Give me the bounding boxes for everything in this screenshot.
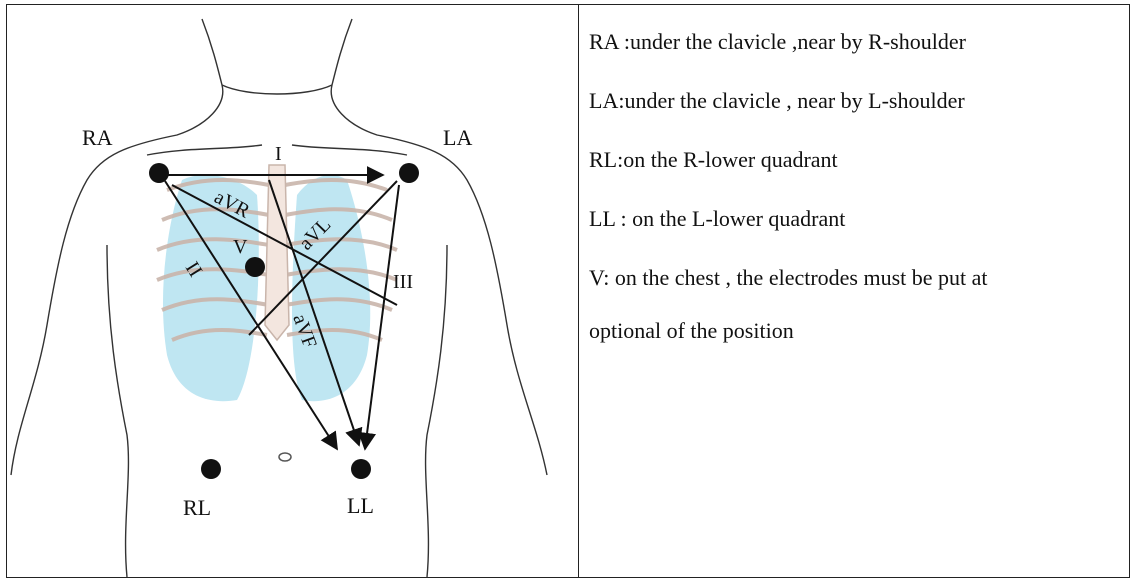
label-ll: LL xyxy=(347,493,374,518)
description-v: V: on the chest , the electrodes must be… xyxy=(589,255,1129,314)
label-ra: RA xyxy=(82,125,113,150)
electrode-v xyxy=(245,257,265,277)
description-la: LA:under the clavicle , near by L-should… xyxy=(589,78,1129,137)
electrode-ll xyxy=(351,459,371,479)
electrode-ra xyxy=(149,163,169,183)
label-lead-i: I xyxy=(275,143,282,165)
electrode-rl xyxy=(201,459,221,479)
table-frame: RA LA RL LL V I II III aVR aVL aVF RA :u… xyxy=(6,4,1130,578)
description-v-continued: optional of the position xyxy=(589,308,1129,354)
label-v: V xyxy=(233,236,248,258)
electrode-la xyxy=(399,163,419,183)
label-rl: RL xyxy=(183,495,211,520)
label-la: LA xyxy=(443,125,472,150)
ecg-placement-diagram: RA LA RL LL V I II III aVR aVL aVF xyxy=(7,5,577,577)
description-rl: RL:on the R-lower quadrant xyxy=(589,137,1129,196)
description-ll: LL : on the L-lower quadrant xyxy=(589,196,1129,255)
description-ra: RA :under the clavicle ,near by R-should… xyxy=(589,19,1129,78)
diagram-cell: RA LA RL LL V I II III aVR aVL aVF xyxy=(7,5,579,577)
description-cell: RA :under the clavicle ,near by R-should… xyxy=(579,5,1129,577)
label-lead-iii: III xyxy=(393,271,413,293)
navel xyxy=(279,453,291,461)
